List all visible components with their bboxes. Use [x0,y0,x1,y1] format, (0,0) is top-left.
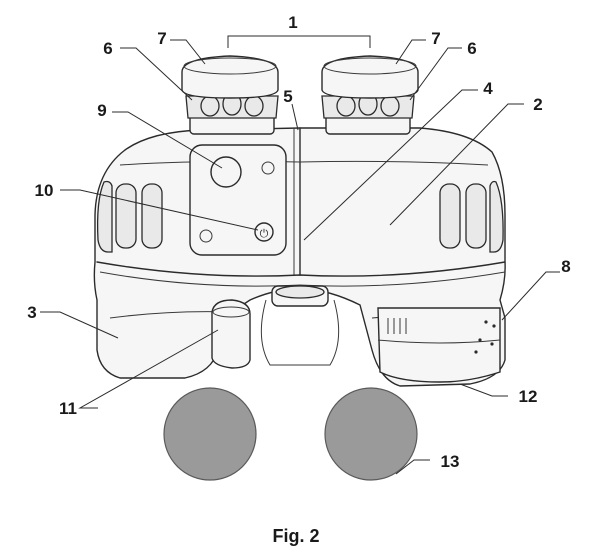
callout-10: 10 [35,181,54,200]
callout-12: 12 [519,387,538,406]
callout-13: 13 [441,452,460,471]
right-eyepiece [321,55,419,135]
left-objective-barrel [211,299,251,369]
right-grip [439,180,504,253]
callout-2: 2 [533,95,542,114]
binocular-illustration: ⏻ [93,55,506,481]
callout-4: 4 [483,79,493,98]
lens-cap-left [163,387,257,481]
focus-scale [387,318,496,354]
center-focus-knob [271,285,329,307]
left-grip [96,180,163,253]
left-eyepiece [181,55,279,135]
lens-cap-right [324,387,418,481]
callout-11: 11 [59,399,77,418]
callout-8: 8 [561,257,570,276]
callout-5: 5 [283,87,292,106]
power-icon: ⏻ [260,227,269,240]
lens-caps [163,387,418,481]
callout-9: 9 [97,101,106,120]
callout-6-right: 6 [467,39,476,58]
callout-7-right: 7 [431,29,440,48]
callout-7-left: 7 [157,29,166,48]
callout-numbers: 1 2 3 4 5 6 6 7 7 8 9 10 11 12 13 [27,13,570,471]
right-objective-ring [377,307,501,383]
callout-6-left: 6 [103,39,112,58]
compass-panel: ⏻ [189,144,287,256]
callout-1: 1 [288,13,297,32]
leader-lines [40,35,560,475]
power-button [254,222,274,242]
compass-window [210,156,242,188]
callout-3: 3 [27,303,36,322]
figure-caption: Fig. 2 [272,526,319,546]
